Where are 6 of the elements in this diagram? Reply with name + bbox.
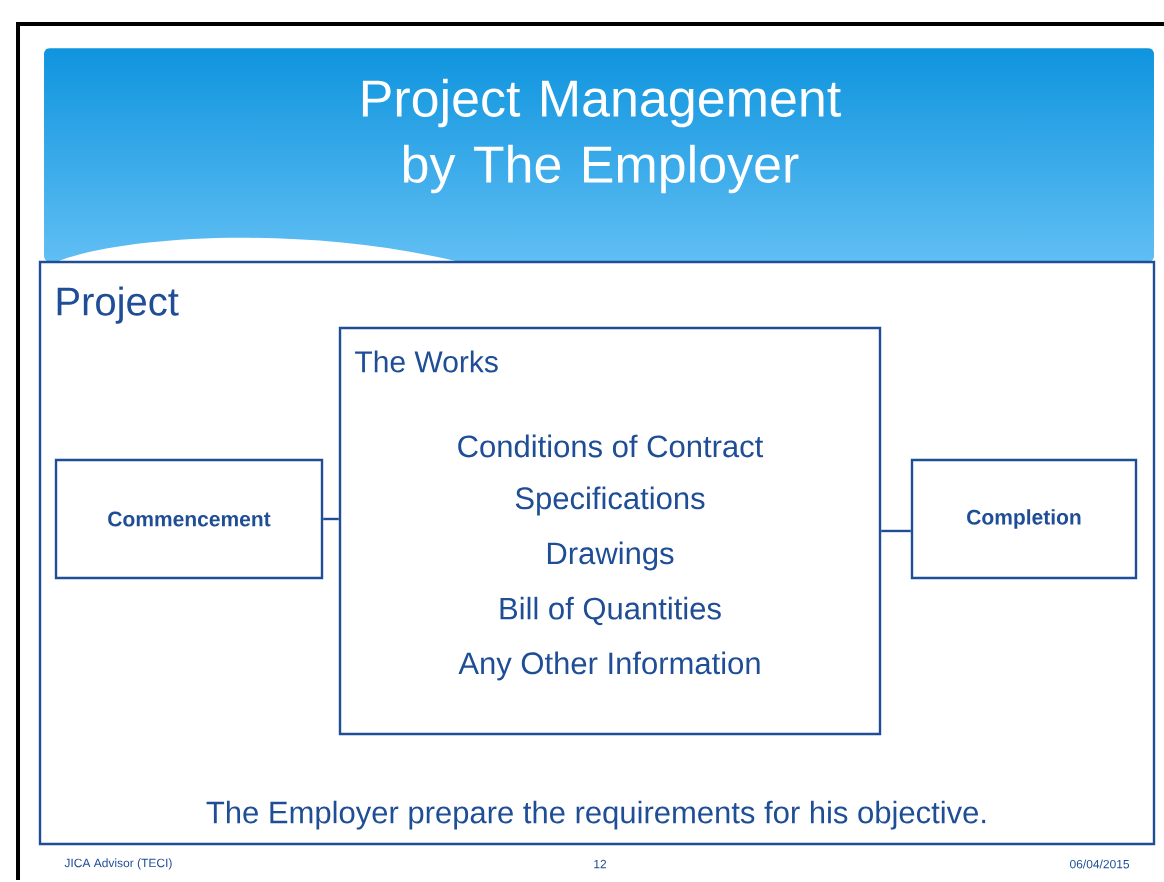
title: Project Management by The Employer xyxy=(362,78,841,194)
connector-line xyxy=(323,517,339,521)
works-box: The Works Conditions of Contract Specifications Drawings Bill of Quantities Any Other Information xyxy=(338,326,882,736)
milestone-box: Commencement xyxy=(54,458,324,580)
connector-line xyxy=(881,529,911,533)
milestone-box: Completion xyxy=(910,458,1138,580)
